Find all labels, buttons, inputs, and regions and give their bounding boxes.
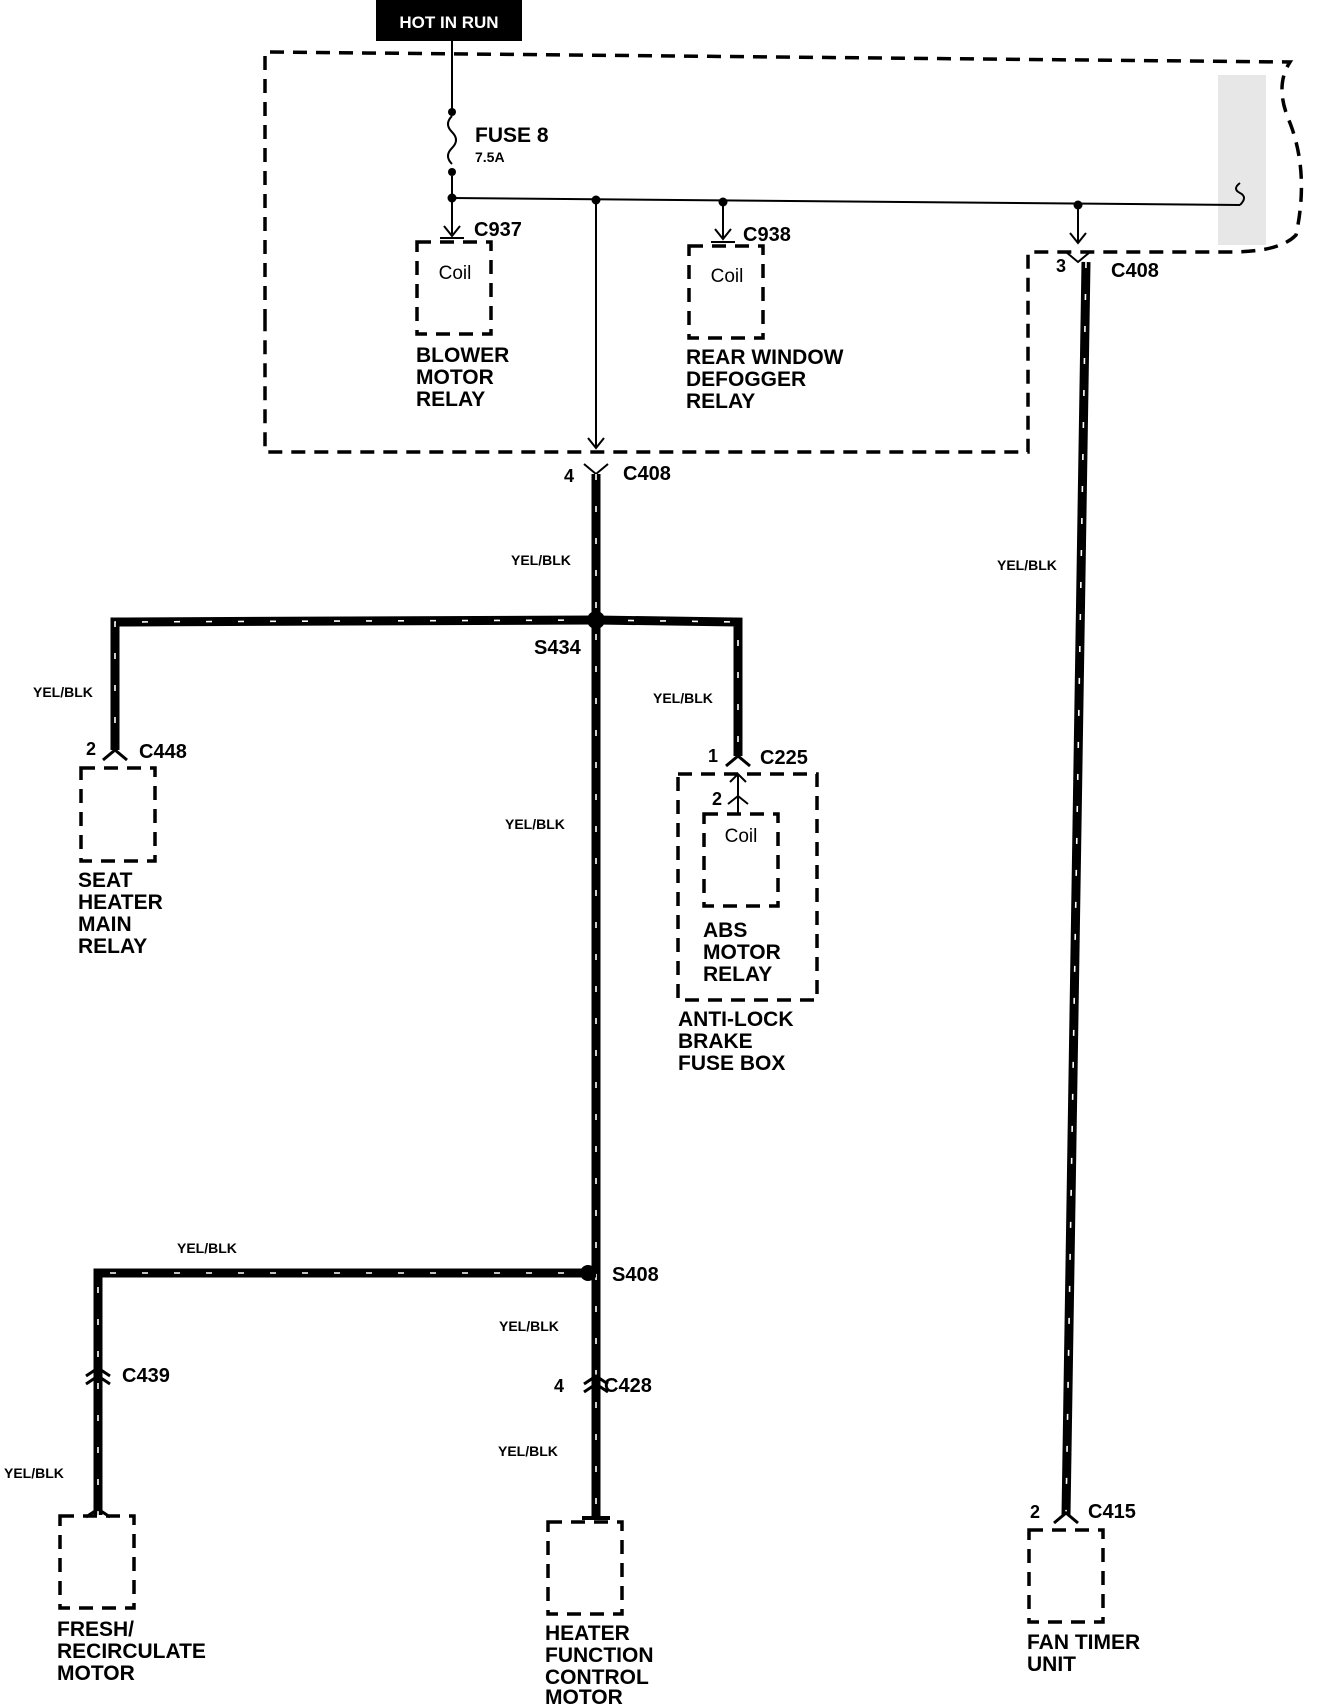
c448-connector-symbol	[102, 748, 128, 762]
s434-right-branch-wire	[595, 615, 743, 756]
wire-color-label-5: YEL/BLK	[505, 816, 565, 832]
c428-label: C428	[604, 1375, 652, 1397]
fan-timer-unit-box	[1027, 1528, 1105, 1624]
fuse-terminal-top	[448, 108, 456, 116]
abs-motor-relay-line-3: RELAY	[703, 963, 772, 986]
defogger-relay-line-1: REAR WINDOW	[686, 346, 844, 369]
blower-coil-label: Coil	[439, 263, 472, 284]
fuse-rating: 7.5A	[475, 149, 505, 165]
heater-motor-line-1: HEATER	[545, 1622, 630, 1645]
c428-connector-symbol-top	[583, 1374, 609, 1386]
s434-label: S434	[534, 637, 582, 659]
anti-lock-brake-fuse-box-outline	[676, 772, 819, 1002]
c938-label: C938	[743, 224, 791, 246]
c408-right-connector-symbol	[1065, 251, 1091, 264]
splice-s434	[587, 611, 605, 629]
harness-wires	[93, 261, 1091, 1518]
c225-label: C225	[760, 747, 808, 769]
c415-pin: 2	[1030, 1502, 1040, 1522]
wire-color-label-7: YEL/BLK	[499, 1318, 559, 1334]
c225-inner-pin: 2	[712, 789, 722, 809]
blower-motor-relay-line-2: MOTOR	[416, 366, 494, 389]
power-source-tag: HOT IN RUN	[376, 0, 522, 41]
bus-wire	[451, 197, 1241, 206]
s408-label: S408	[612, 1264, 659, 1286]
seat-heater-relay-line-3: MAIN	[78, 913, 132, 936]
heater-motor-line-3: CONTROL	[545, 1666, 649, 1689]
wire-color-label-9: YEL/BLK	[4, 1465, 64, 1481]
defogger-coil-label: Coil	[711, 266, 744, 287]
blower-motor-relay-line-3: RELAY	[416, 388, 485, 411]
wire-color-label-2: YEL/BLK	[997, 557, 1057, 573]
c408-right-pin: 3	[1056, 256, 1066, 276]
defogger-relay-line-2: DEFOGGER	[686, 368, 806, 391]
fuse-box-outline	[263, 50, 1304, 454]
c408-right-arrow	[1069, 232, 1087, 245]
c415-connector-symbol	[1053, 1511, 1079, 1525]
abs-fuse-box-line-1: ANTI-LOCK	[678, 1008, 793, 1031]
c225-inner-connector-symbol	[727, 794, 749, 805]
c408-left-arrow	[587, 437, 605, 450]
wire-color-label-4: YEL/BLK	[653, 690, 713, 706]
s434-left-branch-wire	[110, 615, 597, 750]
seat-heater-relay-line-2: HEATER	[78, 891, 163, 914]
wire-color-label-6: YEL/BLK	[177, 1240, 237, 1256]
abs-coil-label: Coil	[725, 826, 758, 847]
c439-connector-symbol-bottom	[85, 1374, 111, 1386]
c937-arrow	[443, 225, 461, 238]
c938-arrow	[714, 228, 732, 241]
c448-label: C448	[139, 741, 187, 763]
blower-motor-relay-box	[415, 240, 493, 336]
defogger-relay-line-3: RELAY	[686, 390, 755, 413]
fresh-recirc-line-3: MOTOR	[57, 1662, 135, 1685]
fresh-recirculate-motor-box	[58, 1514, 136, 1610]
fresh-recirc-line-1: FRESH/	[57, 1618, 134, 1641]
splice-s408	[580, 1265, 596, 1281]
fan-timer-line-2: UNIT	[1027, 1653, 1076, 1676]
c408-left-pin: 4	[564, 466, 574, 486]
fuse-name: FUSE 8	[475, 124, 549, 147]
right-trunk-wire	[1061, 261, 1091, 1516]
heater-function-control-motor-box	[546, 1520, 624, 1616]
c225-connector-symbol	[725, 754, 751, 768]
c408-right-label: C408	[1111, 260, 1159, 282]
abs-motor-relay-line-2: MOTOR	[703, 941, 781, 964]
c448-pin: 2	[86, 739, 96, 759]
heater-motor-line-2: FUNCTION	[545, 1644, 654, 1667]
rear-window-defogger-relay-box	[687, 244, 765, 340]
c415-label: C415	[1088, 1501, 1136, 1523]
abs-motor-relay-line-1: ABS	[703, 919, 747, 942]
seat-heater-main-relay-box	[79, 766, 157, 863]
bus-continuation-mark	[1235, 182, 1245, 206]
heater-motor-line-4: MOTOR	[545, 1686, 623, 1706]
fuse-8-symbol	[447, 115, 457, 165]
power-source-label: HOT IN RUN	[399, 13, 498, 32]
c428-connector-symbol-bottom	[583, 1382, 609, 1394]
fuse-box-shading	[1218, 75, 1266, 245]
c439-label: C439	[122, 1365, 170, 1387]
fan-timer-line-1: FAN TIMER	[1027, 1631, 1140, 1654]
c428-pin: 4	[554, 1376, 564, 1396]
c225-internal-arrow	[729, 772, 747, 783]
fuse-terminal-bottom	[448, 168, 456, 176]
wire-color-label-8: YEL/BLK	[498, 1443, 558, 1459]
wire-color-label-1: YEL/BLK	[511, 552, 571, 568]
c937-label: C937	[474, 219, 522, 241]
c408-left-label: C408	[623, 463, 671, 485]
abs-fuse-box-line-2: BRAKE	[678, 1030, 753, 1053]
c439-connector-symbol-top	[85, 1366, 111, 1378]
seat-heater-relay-line-1: SEAT	[78, 869, 133, 892]
seat-heater-relay-line-4: RELAY	[78, 935, 147, 958]
wire-color-label-3: YEL/BLK	[33, 684, 93, 700]
abs-motor-relay-box	[702, 812, 780, 908]
fresh-recirc-line-2: RECIRCULATE	[57, 1640, 206, 1663]
blower-motor-relay-line-1: BLOWER	[416, 344, 509, 367]
abs-fuse-box-line-3: FUSE BOX	[678, 1052, 785, 1075]
c408-left-connector-symbol	[583, 463, 609, 476]
c225-outer-pin: 1	[708, 746, 718, 766]
s408-left-branch-wire	[93, 1268, 596, 1515]
